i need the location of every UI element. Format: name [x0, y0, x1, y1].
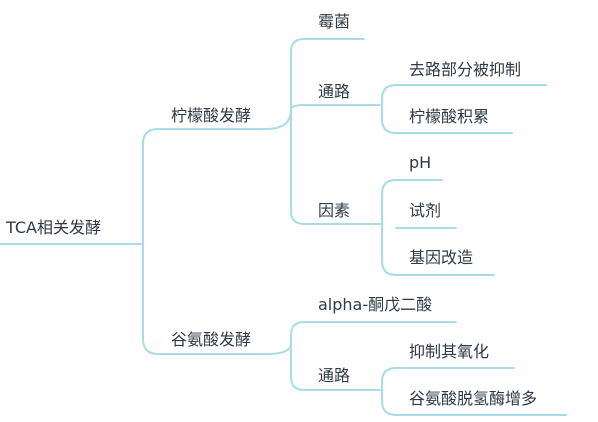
leaf-node[interactable]: 试剂	[409, 201, 442, 220]
connector-branch-2-mid	[265, 343, 292, 355]
branch-node[interactable]: 柠檬酸发酵	[171, 106, 252, 125]
connector-pathway-1-children	[381, 84, 397, 134]
sub-branch-node[interactable]: 通路	[318, 366, 351, 385]
leaf-node[interactable]: 去路部分被抑制	[409, 60, 522, 79]
leaf-node[interactable]: pH	[409, 153, 432, 172]
leaf-node[interactable]: alpha-酮戊二酸	[318, 295, 433, 314]
sub-branch-node[interactable]: 因素	[318, 201, 351, 220]
connector-branch-1-children	[290, 38, 305, 225]
root-node[interactable]: TCA相关发酵	[6, 218, 101, 237]
connector-factors-children	[381, 179, 397, 276]
leaf-node[interactable]: 抑制其氧化	[409, 342, 490, 361]
leaf-node[interactable]: 霉菌	[318, 12, 351, 31]
connector-branch-1-mid	[265, 104, 305, 130]
leaf-node[interactable]: 柠檬酸积累	[409, 107, 490, 126]
connector-branch-2-children	[290, 321, 305, 391]
sub-branch-node[interactable]: 通路	[318, 82, 351, 101]
branch-node[interactable]: 谷氨酸发酵	[171, 330, 252, 349]
leaf-node[interactable]: 谷氨酸脱氢酶增多	[409, 389, 538, 408]
connector-pathway-2-children	[381, 367, 397, 416]
leaf-node[interactable]: 基因改造	[409, 248, 474, 267]
connector-root-branches	[142, 128, 159, 355]
